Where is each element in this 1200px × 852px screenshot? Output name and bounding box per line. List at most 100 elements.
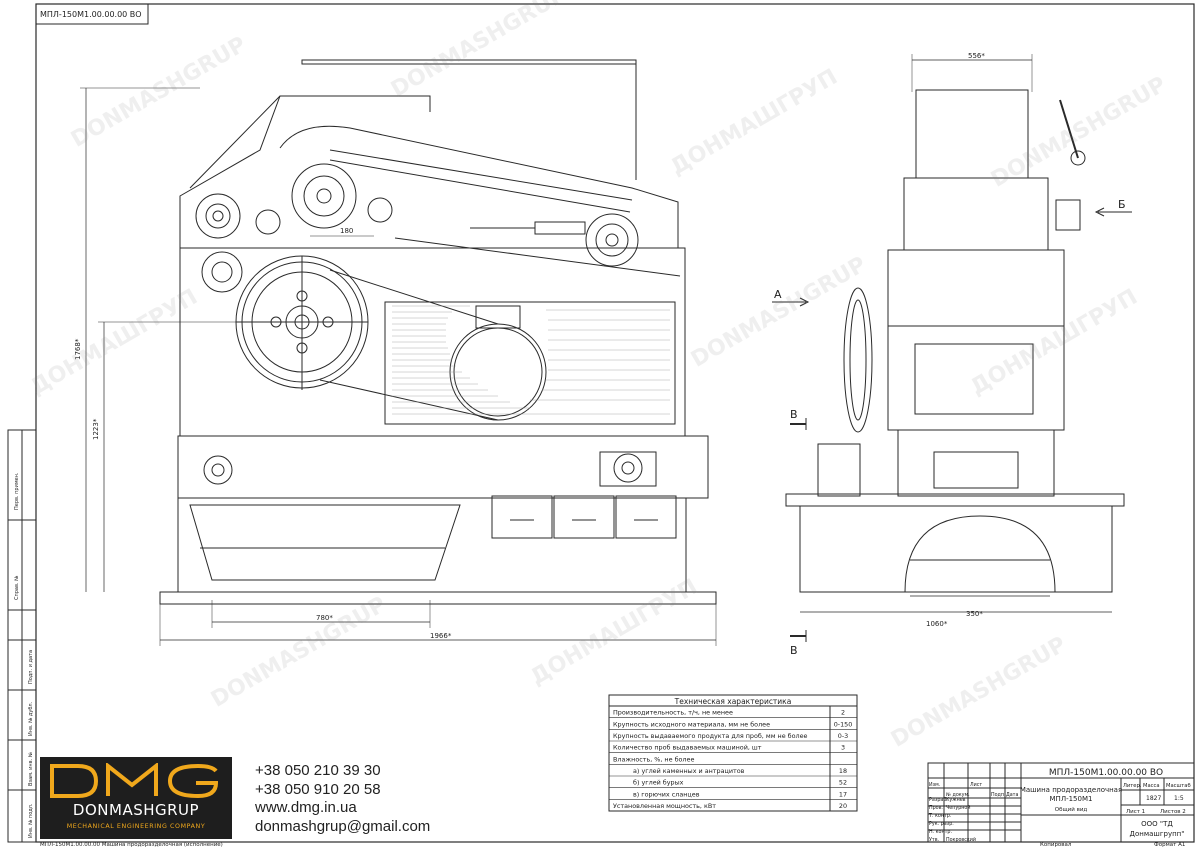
spec-row-value: 52 — [839, 779, 847, 787]
tb-row-role: Т. контр. — [928, 813, 951, 819]
roller-1 — [195, 193, 241, 239]
dim-180: 180 — [340, 227, 353, 235]
tb-row-name: Покровский — [946, 836, 976, 843]
side-lower-stage — [897, 429, 1055, 497]
sample-box-1 — [491, 495, 553, 539]
view-mark-v1: В — [790, 408, 798, 421]
company-logo: DONMASHGRUP MECHANICAL ENGINEERING COMPA… — [40, 757, 232, 839]
spec-row-label: Влажность, %, не более — [613, 755, 694, 763]
spec-row-label: Производительность, т/ч, не менее — [613, 709, 733, 717]
tb-col-lit: Литер. — [1123, 783, 1142, 789]
tb-row-role: Рук. разр. — [929, 821, 954, 827]
tb-scale: 1:5 — [1174, 795, 1184, 802]
spec-row-label: б) углей бурых — [633, 779, 684, 787]
tb-row-role: Н. контр. — [929, 829, 952, 835]
spec-row-value: 17 — [839, 790, 847, 798]
spec-row-label: в) горючих сланцев — [633, 790, 700, 798]
top-code: МПЛ-150М1.00.00.00 ВО — [40, 10, 142, 19]
side-base-frame — [799, 506, 1113, 593]
strip-vzam: Взам. инв. № — [28, 751, 34, 786]
bottom-code: МПЛ-150М1.00.00.00 Машина продоразделочн… — [40, 842, 223, 848]
tb-mass: 1827 — [1146, 795, 1161, 802]
strip-perv: Перв. примен. — [14, 472, 20, 510]
tb-col-mass: Масса — [1143, 783, 1160, 789]
format-label: Формат А1 — [1154, 842, 1185, 848]
tb-hdr-doc: № докум. — [946, 792, 970, 798]
dim-780: 780* — [316, 614, 333, 622]
spec-title: Техническая характеристика — [674, 697, 792, 706]
spec-row-label: Установленная мощность, кВт — [613, 802, 716, 810]
motor — [449, 323, 547, 421]
spec-row-label: Крупность выдаваемого продукта для проб,… — [613, 732, 808, 740]
tb-col-scale: Масштаб — [1166, 783, 1191, 789]
hopper-lower — [189, 504, 461, 581]
tb-org-1: ООО "ТД — [1141, 820, 1173, 828]
logo-brand: DONMASHGRUP — [72, 801, 200, 819]
spec-row-label: а) углей каменных и антрацитов — [633, 767, 745, 775]
main-body — [179, 247, 686, 437]
spec-row-value: 0-3 — [838, 732, 848, 740]
dim-1768: 1768* — [74, 338, 82, 360]
dim-1223: 1223* — [92, 418, 100, 440]
spec-row-value: 2 — [841, 709, 845, 717]
side-hopper — [904, 515, 1056, 593]
spec-row-label: Количество проб выдаваемых машиной, шт — [613, 744, 762, 752]
spec-row-value: 0-150 — [834, 720, 853, 728]
strip-inv-dubl: Инв. № дубл. — [28, 701, 34, 736]
upper-housing — [179, 95, 431, 248]
tb-hdr-sign: Подп. — [991, 792, 1006, 798]
actuator — [534, 221, 586, 235]
dim-350: 350* — [966, 610, 983, 618]
strip-podp1: Подп. и дата — [28, 650, 34, 684]
tb-row-role: Утв. — [929, 837, 939, 843]
top-code-box — [35, 3, 149, 25]
side-top-stage — [903, 177, 1049, 251]
phone-1[interactable]: +38 050 210 39 30 — [255, 762, 381, 779]
gearbox-pulley — [613, 453, 643, 483]
tb-sheet: Лист 1 — [1126, 809, 1145, 815]
website-link[interactable]: www.dmg.in.ua — [255, 799, 357, 816]
spec-row-value: 18 — [839, 767, 847, 775]
phone-2[interactable]: +38 050 910 20 58 — [255, 780, 381, 798]
logo-sub: MECHANICAL ENGINEERING COMPANY — [66, 823, 206, 830]
strip-inv-podl: Инв. № подл. — [28, 803, 34, 838]
tb-org-2: Донмашгрупп" — [1130, 830, 1185, 838]
lower-body — [177, 435, 709, 499]
spec-row-value: 3 — [841, 744, 845, 752]
logo-dmg-mark — [50, 763, 219, 799]
tb-row-role: Изм. — [929, 782, 940, 788]
roller-3 — [585, 213, 639, 267]
tb-row-role: Разраб. — [929, 797, 948, 803]
side-upper-stage — [887, 249, 1065, 327]
email-link[interactable]: donmashgrup@gmail.com — [255, 817, 431, 835]
copied-label: Копировал — [1040, 842, 1072, 848]
base-frame — [177, 497, 687, 593]
contacts: +38 050 210 39 30 +38 050 910 20 58 www.… — [255, 762, 430, 836]
tb-code: МПЛ-150М1.00.00.00 ВО — [1049, 768, 1163, 778]
title-block-frame — [927, 762, 1195, 843]
sheet-frame — [35, 3, 1195, 843]
tb-row-extra: Лист — [970, 782, 982, 788]
side-base-plate — [785, 493, 1125, 507]
side-flywheel — [843, 287, 873, 433]
dim-1966: 1966* — [430, 632, 452, 640]
tb-name-2: МПЛ-150М1 — [1050, 795, 1093, 803]
side-hopper-top — [915, 89, 1029, 179]
belt-cover — [279, 125, 679, 248]
view-mark-v2: В — [790, 644, 798, 657]
side-gearbox — [817, 443, 861, 497]
sample-box-3 — [615, 495, 677, 539]
tb-name-3: Общий вид — [1055, 806, 1088, 813]
side-bearing — [203, 455, 233, 485]
tb-row-name: Чепурной — [946, 804, 970, 811]
tb-sheets: Листов 2 — [1160, 809, 1186, 815]
spec-row-value: 20 — [839, 802, 847, 810]
tb-row-name: Кужнев — [946, 797, 966, 803]
spec-row-label: Крупность исходного материала, мм не бол… — [613, 720, 770, 728]
roller-2 — [291, 163, 357, 229]
motor-enclosure — [384, 301, 676, 425]
view-mark-b: Б — [1118, 198, 1126, 211]
tb-row-role: Пров. — [929, 805, 943, 811]
